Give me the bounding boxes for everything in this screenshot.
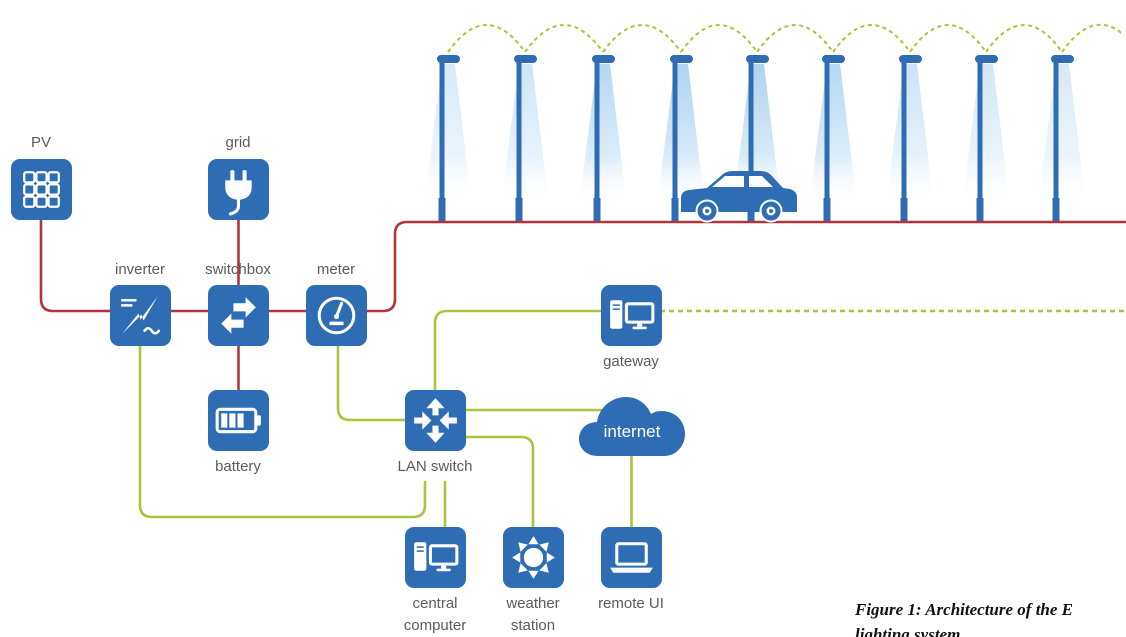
light-beam	[657, 64, 705, 206]
car-icon	[681, 171, 797, 223]
street-lamp-pole	[516, 60, 522, 222]
sun-icon	[512, 536, 555, 579]
light-beam	[424, 64, 472, 206]
street-lamp-head	[975, 55, 998, 63]
wireless-link-arc	[602, 24, 682, 53]
battery-label: battery	[215, 458, 261, 475]
wireless-link-arc	[756, 24, 834, 53]
street-lamp-pole	[824, 60, 830, 222]
street-lamps	[437, 55, 1074, 222]
light-beam	[733, 64, 781, 206]
internet-label: internet	[603, 422, 661, 441]
street-lamp-head	[437, 55, 460, 63]
data-line-inverter-to-lan-switch	[138, 342, 427, 519]
wireless-link-arc	[832, 24, 911, 53]
network-switch-icon	[414, 398, 457, 443]
street-lamp-base	[900, 198, 908, 222]
internet-node: internet	[578, 393, 686, 457]
street-lamp-pole	[594, 60, 600, 222]
street-lamp-head	[514, 55, 537, 63]
weather-station-node	[503, 527, 564, 588]
switchbox-label: switchbox	[205, 261, 271, 278]
grid-node	[208, 159, 269, 220]
meter-node	[306, 285, 367, 346]
street-lamp-base	[671, 198, 679, 222]
central-computer-label-line2: computer	[403, 617, 467, 634]
pv-label: PV	[30, 134, 51, 151]
street-lamp-head	[670, 55, 693, 63]
street-lamp-base	[438, 198, 446, 222]
laptop-icon	[610, 542, 653, 573]
weather-station-label-line1: weather	[506, 595, 560, 612]
plug-icon	[225, 170, 252, 216]
gauge-icon	[317, 296, 356, 335]
street-lamp-base	[976, 198, 984, 222]
street-lamp-pole	[748, 60, 754, 222]
data-line-meter-to-lan-switch	[336, 342, 409, 422]
light-beam	[886, 64, 934, 206]
lan-switch-node	[405, 390, 466, 451]
street-lamp-head	[899, 55, 922, 63]
street-lamp-pole	[672, 60, 678, 222]
wireless-links	[447, 23, 1125, 53]
power-line-pv-to-inverter	[39, 216, 114, 313]
light-beam	[579, 64, 627, 206]
wireless-link-arc	[524, 24, 604, 53]
power-line-meter-to-street-lights	[363, 220, 1126, 313]
light-beams	[424, 64, 1086, 206]
connections	[39, 216, 1126, 531]
data-line-lan-switch-to-weather-station	[462, 435, 535, 531]
street-lamp-base	[1052, 198, 1060, 222]
street-lamp-base	[515, 198, 523, 222]
weather-station-label-line2: station	[510, 617, 556, 634]
desktop-computer-icon	[610, 300, 655, 330]
wireless-link-arc	[680, 24, 758, 53]
light-beam	[809, 64, 857, 206]
remote-ui-label: remote UI	[598, 595, 664, 612]
desktop-computer-icon	[414, 542, 459, 572]
street-lamp-head	[746, 55, 769, 63]
gateway-node	[601, 285, 662, 346]
street-lamp-head	[592, 55, 615, 63]
switchbox-node	[208, 285, 269, 346]
street-lamp-head	[822, 55, 845, 63]
light-beam	[501, 64, 549, 206]
wireless-link-arc	[447, 24, 526, 53]
solar-panel-icon	[23, 171, 60, 208]
inverter-label: inverter	[114, 261, 166, 278]
figure-caption-line1: Figure 1: Architecture of the E	[855, 600, 1074, 619]
light-beam	[1038, 64, 1086, 206]
street-lamp-base	[823, 198, 831, 222]
wireless-link-arc	[985, 24, 1063, 53]
figure-caption-line2: lighting system	[855, 625, 961, 637]
switch-arrows-icon	[221, 297, 256, 334]
meter-label: meter	[316, 261, 356, 278]
street-lamp-head	[1051, 55, 1074, 63]
grid-label: grid	[225, 134, 251, 151]
battery-node	[208, 390, 269, 451]
street-lamp-pole	[1053, 60, 1059, 222]
central-computer-node	[405, 527, 466, 588]
wireless-link-arc	[909, 24, 987, 53]
battery-icon	[215, 407, 261, 434]
street-lamp-pole	[977, 60, 983, 222]
street-lamp-pole	[901, 60, 907, 222]
street-lamp-pole	[439, 60, 445, 222]
data-line-lan-switch-to-gateway	[433, 309, 605, 394]
light-beam	[962, 64, 1010, 206]
inverter-icon	[120, 296, 161, 335]
wireless-link-arc	[1061, 23, 1125, 53]
lan-switch-label: LAN switch	[397, 458, 473, 475]
inverter-node	[110, 285, 171, 346]
gateway-label: gateway	[603, 353, 659, 370]
central-computer-label-line1: central	[412, 595, 458, 612]
remote-ui-node	[601, 527, 662, 588]
pv-node	[11, 159, 72, 220]
street-lamp-base	[593, 198, 601, 222]
cloud-icon	[579, 397, 685, 456]
